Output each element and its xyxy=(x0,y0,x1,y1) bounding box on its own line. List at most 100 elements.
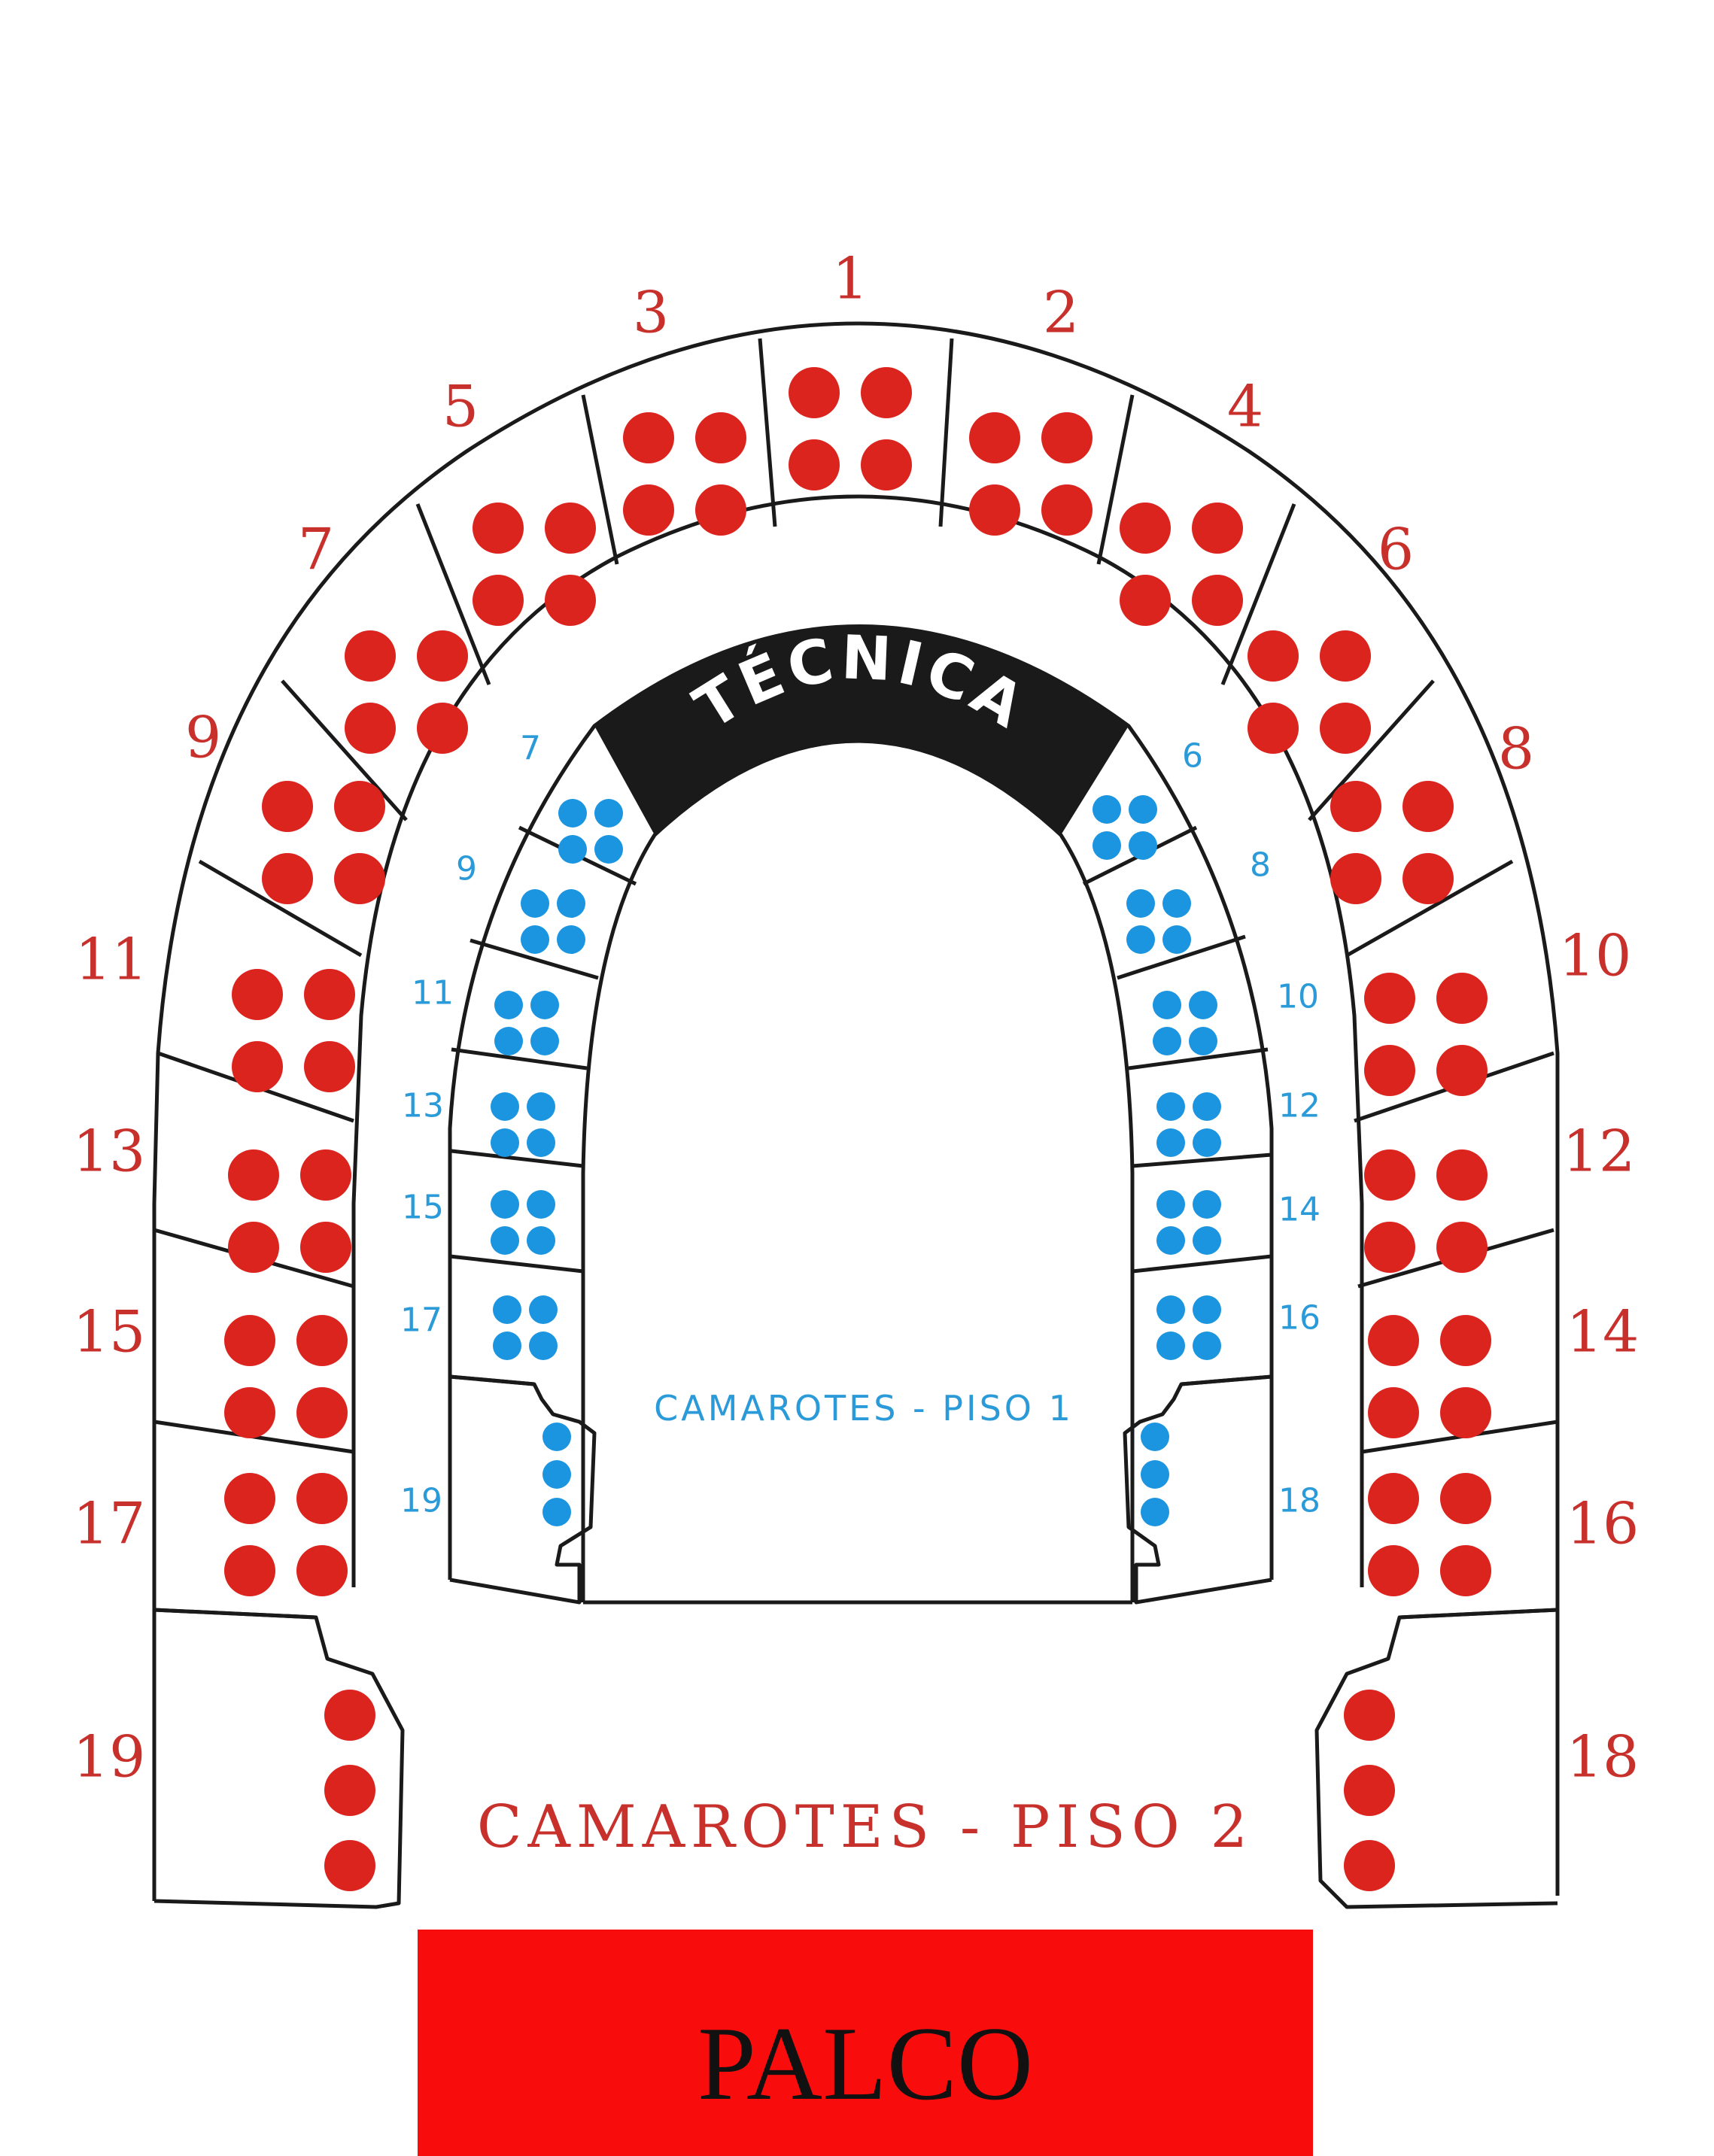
seat-p2-box14[interactable] xyxy=(1440,1387,1491,1438)
seat-p2-box4[interactable] xyxy=(1120,503,1171,554)
seat-p1-box16[interactable] xyxy=(1193,1295,1221,1324)
seat-p2-box15[interactable] xyxy=(224,1387,275,1438)
seat-p1-box11[interactable] xyxy=(530,1027,559,1055)
seat-p1-box17[interactable] xyxy=(529,1332,558,1360)
seat-p2-box16[interactable] xyxy=(1368,1473,1419,1524)
seat-p2-box2[interactable] xyxy=(1041,412,1093,463)
seat-p2-box16[interactable] xyxy=(1368,1545,1419,1596)
seat-p1-box15[interactable] xyxy=(527,1226,555,1255)
seat-p2-box12[interactable] xyxy=(1436,1149,1488,1201)
seat-p1-box18[interactable] xyxy=(1141,1498,1169,1526)
seat-p1-box16[interactable] xyxy=(1156,1332,1185,1360)
seat-p2-box4[interactable] xyxy=(1192,575,1243,626)
seat-p2-box11[interactable] xyxy=(304,969,355,1020)
seat-p2-box17[interactable] xyxy=(224,1545,275,1596)
seat-p1-box17[interactable] xyxy=(493,1332,521,1360)
seat-p1-box13[interactable] xyxy=(491,1092,519,1121)
seat-p2-box17[interactable] xyxy=(296,1545,348,1596)
seat-p2-box11[interactable] xyxy=(232,1041,283,1092)
seat-p2-box13[interactable] xyxy=(228,1149,279,1201)
seat-p2-box8[interactable] xyxy=(1330,853,1381,904)
seat-p1-box7[interactable] xyxy=(558,835,587,864)
seat-p2-box18[interactable] xyxy=(1344,1765,1395,1816)
seat-p1-box6[interactable] xyxy=(1093,831,1121,860)
seat-p2-box3[interactable] xyxy=(623,412,674,463)
seat-p2-box6[interactable] xyxy=(1320,630,1371,682)
seat-p2-box11[interactable] xyxy=(304,1041,355,1092)
seat-p1-box8[interactable] xyxy=(1162,889,1191,918)
seat-p1-box13[interactable] xyxy=(491,1128,519,1157)
seat-p1-box8[interactable] xyxy=(1126,889,1155,918)
seat-p2-box10[interactable] xyxy=(1436,1045,1488,1096)
seat-p1-box14[interactable] xyxy=(1193,1190,1221,1219)
seat-p2-box1[interactable] xyxy=(789,367,840,418)
seat-p1-box6[interactable] xyxy=(1129,831,1157,860)
seat-p1-box7[interactable] xyxy=(558,799,587,827)
seat-p1-box16[interactable] xyxy=(1193,1332,1221,1360)
seat-p1-box19[interactable] xyxy=(542,1423,571,1451)
seat-p2-box13[interactable] xyxy=(228,1222,279,1273)
seat-p1-box10[interactable] xyxy=(1189,991,1217,1019)
seat-p2-box15[interactable] xyxy=(296,1315,348,1366)
seat-p1-box8[interactable] xyxy=(1162,925,1191,954)
seat-p1-box17[interactable] xyxy=(493,1295,521,1324)
seat-p2-box7[interactable] xyxy=(417,630,468,682)
seat-p1-box11[interactable] xyxy=(530,991,559,1019)
seat-p2-box10[interactable] xyxy=(1436,973,1488,1024)
seat-p1-box15[interactable] xyxy=(527,1190,555,1219)
seat-p2-box13[interactable] xyxy=(300,1222,351,1273)
seat-p2-box2[interactable] xyxy=(969,484,1020,536)
seat-p1-box8[interactable] xyxy=(1126,925,1155,954)
seat-p1-box9[interactable] xyxy=(557,889,585,918)
seat-p2-box19[interactable] xyxy=(324,1840,375,1891)
seat-p1-box16[interactable] xyxy=(1156,1295,1185,1324)
seat-p1-box13[interactable] xyxy=(527,1092,555,1121)
seat-p1-box19[interactable] xyxy=(542,1498,571,1526)
seat-p2-box5[interactable] xyxy=(545,503,596,554)
seat-p2-box19[interactable] xyxy=(324,1690,375,1741)
seat-p1-box14[interactable] xyxy=(1156,1190,1185,1219)
seat-p2-box6[interactable] xyxy=(1248,630,1299,682)
seat-p2-box3[interactable] xyxy=(695,484,746,536)
seat-p1-box12[interactable] xyxy=(1156,1092,1185,1121)
seat-p2-box16[interactable] xyxy=(1440,1545,1491,1596)
seat-p2-box4[interactable] xyxy=(1192,503,1243,554)
seat-p1-box19[interactable] xyxy=(542,1460,571,1489)
seat-p1-box11[interactable] xyxy=(494,1027,523,1055)
seat-p1-box6[interactable] xyxy=(1093,795,1121,824)
seat-p2-box15[interactable] xyxy=(296,1387,348,1438)
seat-p1-box9[interactable] xyxy=(521,889,549,918)
seat-p1-box13[interactable] xyxy=(527,1128,555,1157)
seat-p2-box14[interactable] xyxy=(1440,1315,1491,1366)
seat-p2-box9[interactable] xyxy=(262,853,313,904)
seat-p2-box1[interactable] xyxy=(861,367,912,418)
seat-p1-box12[interactable] xyxy=(1156,1128,1185,1157)
seat-p2-box13[interactable] xyxy=(300,1149,351,1201)
seat-p1-box6[interactable] xyxy=(1129,795,1157,824)
seat-p2-box9[interactable] xyxy=(334,853,385,904)
seat-p2-box5[interactable] xyxy=(545,575,596,626)
seat-p2-box14[interactable] xyxy=(1368,1315,1419,1366)
seat-p1-box12[interactable] xyxy=(1193,1128,1221,1157)
seat-p2-box8[interactable] xyxy=(1403,853,1454,904)
seat-p2-box6[interactable] xyxy=(1248,703,1299,754)
seat-p1-box12[interactable] xyxy=(1193,1092,1221,1121)
seat-p1-box18[interactable] xyxy=(1141,1460,1169,1489)
seat-p2-box7[interactable] xyxy=(417,703,468,754)
seat-p2-box10[interactable] xyxy=(1364,1045,1415,1096)
seat-p2-box8[interactable] xyxy=(1330,781,1381,832)
seat-p1-box15[interactable] xyxy=(491,1190,519,1219)
seat-p2-box5[interactable] xyxy=(473,575,524,626)
seat-p2-box5[interactable] xyxy=(473,503,524,554)
seat-p2-box7[interactable] xyxy=(345,703,396,754)
seat-p2-box1[interactable] xyxy=(789,439,840,490)
seat-p2-box12[interactable] xyxy=(1436,1222,1488,1273)
seat-p2-box9[interactable] xyxy=(334,781,385,832)
seat-p2-box2[interactable] xyxy=(1041,484,1093,536)
seat-p2-box10[interactable] xyxy=(1364,973,1415,1024)
seat-p2-box19[interactable] xyxy=(324,1765,375,1816)
seat-p2-box1[interactable] xyxy=(861,439,912,490)
seat-p1-box18[interactable] xyxy=(1141,1423,1169,1451)
seat-p1-box17[interactable] xyxy=(529,1295,558,1324)
seat-p2-box14[interactable] xyxy=(1368,1387,1419,1438)
